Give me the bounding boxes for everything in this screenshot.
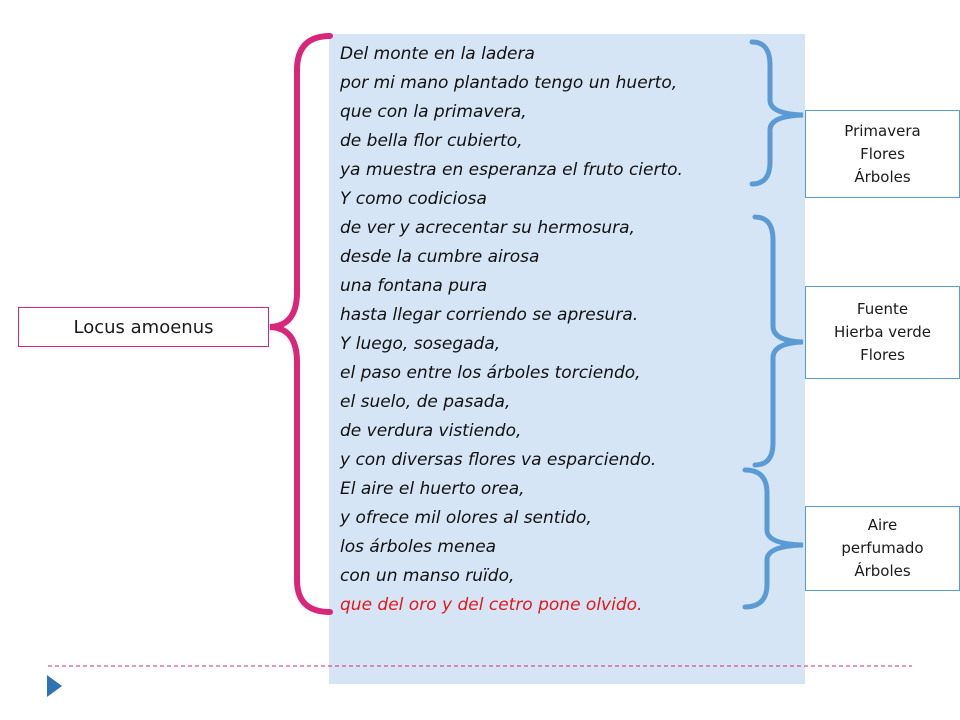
poem-line: por mi mano plantado tengo un huerto, xyxy=(340,73,678,93)
theme-brace-1 xyxy=(749,39,804,187)
poem-line: el paso entre los árboles torciendo, xyxy=(340,363,641,383)
poem-line: ya muestra en esperanza el fruto cierto. xyxy=(340,160,683,180)
theme-item: Árboles xyxy=(854,562,911,580)
poem-text: Del monte en la ladera por mi mano plant… xyxy=(340,40,683,620)
theme-item: Aire xyxy=(867,516,898,534)
poem-line: de bella flor cubierto, xyxy=(340,131,523,151)
poem-line: Del monte en la ladera xyxy=(340,44,535,64)
poem-line: con un manso ruïdo, xyxy=(340,566,515,586)
theme-item: perfumado xyxy=(841,539,924,557)
theme-item: Flores xyxy=(860,144,905,163)
poem-panel xyxy=(329,34,805,684)
triangle-right-icon xyxy=(47,675,62,697)
poem-line-highlighted: que del oro y del cetro pone olvido. xyxy=(340,595,643,615)
theme-item: Árboles xyxy=(854,167,911,186)
poem-line: y con diversas flores va esparciendo. xyxy=(340,450,657,470)
theme-item: Fuente xyxy=(856,300,909,318)
poem-line: de ver y acrecentar su hermosura, xyxy=(340,218,635,238)
main-label-box: Locus amoenus xyxy=(18,307,269,347)
poem-line: hasta llegar corriendo se apresura. xyxy=(340,305,639,325)
main-label: Locus amoenus xyxy=(73,316,214,338)
theme-brace-3 xyxy=(742,467,804,610)
theme-item: Flores xyxy=(860,346,905,364)
theme-item: Hierba verde xyxy=(833,323,932,341)
theme-box-1: Primavera Flores Árboles xyxy=(805,110,960,198)
poem-line: que con la primavera, xyxy=(340,102,527,122)
theme-box-3: Aire perfumado Árboles xyxy=(805,506,960,591)
poem-line: desde la cumbre airosa xyxy=(340,247,540,267)
poem-line: El aire el huerto orea, xyxy=(340,479,525,499)
poem-line: Y como codiciosa xyxy=(340,189,487,209)
theme-item: Primavera xyxy=(844,121,921,140)
main-brace xyxy=(269,33,333,615)
poem-line: una fontana pura xyxy=(340,276,488,296)
poem-line: el suelo, de pasada, xyxy=(340,392,511,412)
poem-line: de verdura vistiendo, xyxy=(340,421,522,441)
theme-brace-2 xyxy=(752,214,804,468)
poem-line: y ofrece mil olores al sentido, xyxy=(340,508,592,528)
poem-line: Y luego, sosegada, xyxy=(340,334,501,354)
theme-box-2: Fuente Hierba verde Flores xyxy=(805,286,960,379)
poem-line: los árboles menea xyxy=(340,537,497,557)
